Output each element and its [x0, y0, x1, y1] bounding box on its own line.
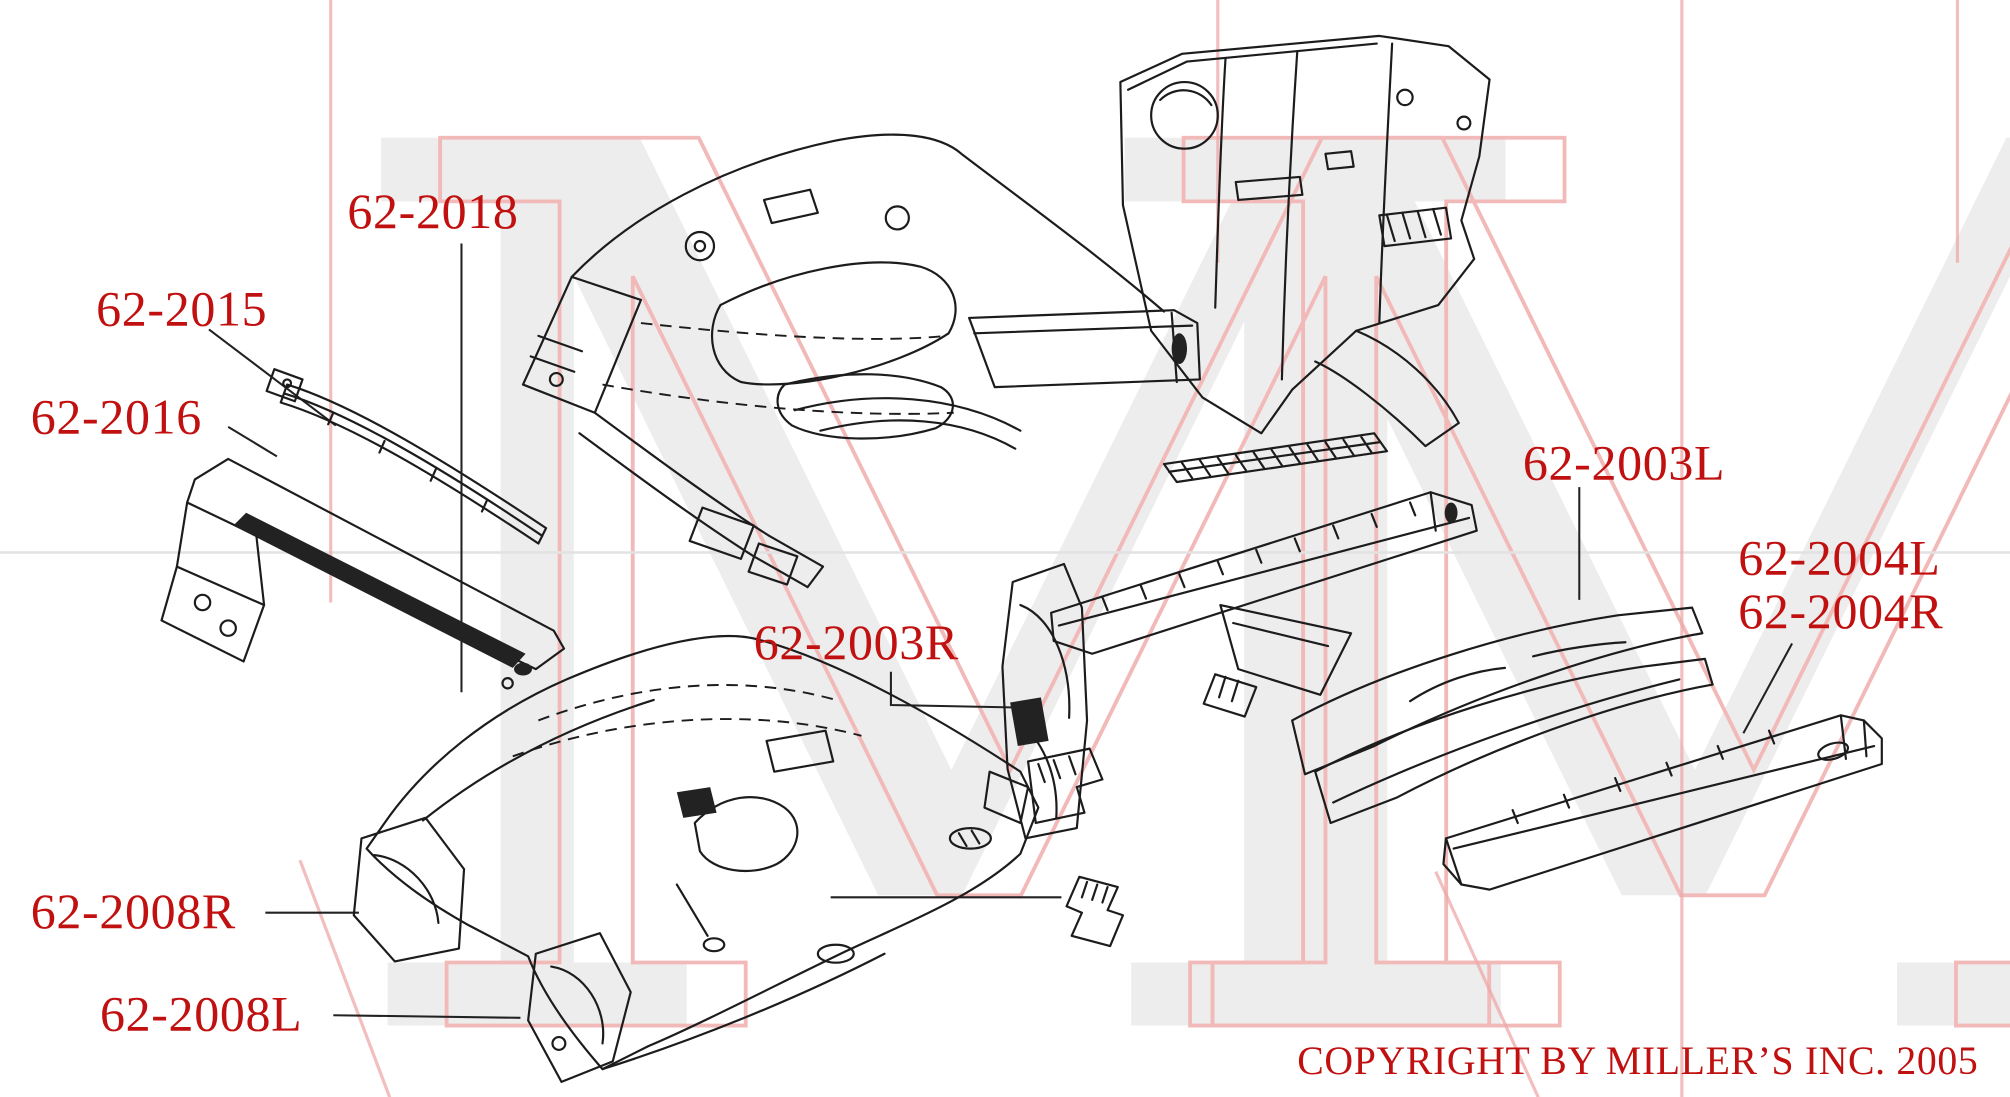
leader-line-62-2004 — [1742, 643, 1793, 734]
leader-lines — [208, 243, 1793, 1019]
part-label-62-2008L: 62-2008L — [99, 987, 303, 1043]
part-label-62-2018: 62-2018 — [347, 184, 519, 240]
part-drawing-front-end-assembly — [521, 133, 1201, 589]
part-label-62-2004R: 62-2004R — [1738, 584, 1944, 640]
watermark-red-line — [1434, 871, 1540, 1097]
watermark-letter-m: M — [1064, 0, 2010, 1097]
part-label-62-2003R: 62-2003R — [753, 615, 959, 671]
part-label-62-2015: 62-2015 — [96, 282, 268, 338]
watermark-red-line — [298, 859, 392, 1097]
part-drawing-fender-apron-panels — [1291, 606, 1714, 825]
part-label-62-2004L: 62-2004L — [1738, 530, 1941, 586]
watermark-letter-m: M — [320, 0, 1567, 1097]
part-drawing-inner-fender-assembly — [1001, 491, 1478, 840]
part-drawing-side-rail — [1442, 714, 1883, 891]
leader-line-62-2003R — [889, 671, 1023, 709]
part-drawing-cowl-top-panel — [265, 368, 548, 545]
part-drawing-front-crossmember — [160, 457, 566, 671]
watermark-letter-m-outline: M — [1123, 0, 2010, 1097]
leader-line-62-2008L — [333, 1014, 521, 1019]
part-drawing-firewall-panel — [1119, 34, 1491, 448]
part-label-62-2008R: 62-2008R — [30, 884, 236, 940]
part-drawing-cowl-assembly — [352, 634, 1040, 1084]
part-drawing-z-bracket — [1065, 875, 1125, 948]
part-drawing-support-strip — [1162, 432, 1389, 484]
part-label-62-2003L: 62-2003L — [1522, 435, 1726, 491]
part-label-62-2016: 62-2016 — [30, 389, 202, 445]
leader-line-62-2016 — [227, 425, 278, 458]
copyright-text: COPYRIGHT BY MILLER’S INC. 2005 — [1297, 1038, 1979, 1084]
